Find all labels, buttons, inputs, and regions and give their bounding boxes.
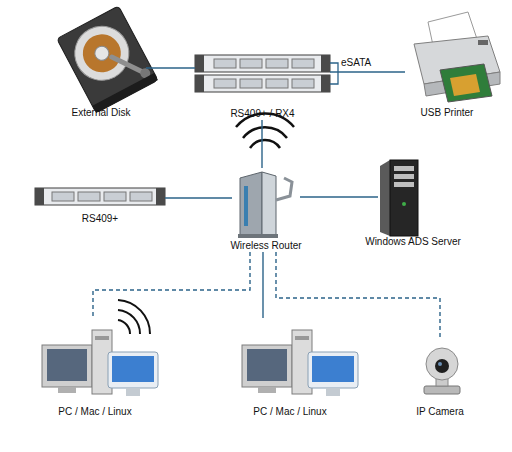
network-link <box>165 197 232 198</box>
device-label: PC / Mac / Linux <box>253 406 326 418</box>
esata-bracket <box>330 63 338 84</box>
device-label: RS409+ <box>82 213 118 225</box>
network-link <box>300 196 378 197</box>
network-link <box>146 67 195 68</box>
wireless-link <box>276 252 440 340</box>
device-label: IP Camera <box>416 406 464 418</box>
device-label: RS409+ / RX4 <box>230 108 294 120</box>
hard-disk-drawing <box>57 6 158 113</box>
device-node: IP Camera <box>410 340 470 418</box>
device-node: RS409+ / RX4 <box>195 55 330 120</box>
device-node: USB Printer <box>405 5 489 119</box>
server-tower-drawing <box>380 160 418 236</box>
device-caption: RS409+ <box>82 213 118 225</box>
device-node: PC / Mac / Linux <box>240 318 340 418</box>
device-label: Wireless Router <box>230 240 301 252</box>
device-node: PC / Mac / Linux <box>38 318 152 418</box>
device-label: Windows ADS Server <box>365 236 461 248</box>
device-caption: PC / Mac / Linux <box>58 406 131 418</box>
device-node: Wireless Router <box>232 168 300 252</box>
network-link <box>330 71 405 72</box>
device-label: External Disk <box>72 107 131 119</box>
router-drawing <box>236 114 294 238</box>
network-link <box>262 252 263 318</box>
device-node: Windows ADS Server <box>378 158 448 248</box>
device-caption: RS409+ / RX4 <box>230 108 294 120</box>
rack-server-drawing <box>195 55 330 92</box>
network-link <box>261 120 262 168</box>
device-caption: External Disk <box>72 107 131 119</box>
camera-drawing <box>424 348 460 394</box>
device-label: USB Printer <box>421 107 474 119</box>
device-caption: USB Printer <box>421 107 474 119</box>
printer-drawing <box>414 12 500 102</box>
device-label: PC / Mac / Linux <box>58 406 131 418</box>
device-caption: PC / Mac / Linux <box>253 406 326 418</box>
device-caption: Windows ADS Server <box>365 236 461 248</box>
device-node: RS409+ <box>35 187 165 225</box>
device-caption: IP Camera <box>416 406 464 418</box>
port-label: eSATA <box>341 57 371 69</box>
computer-drawing <box>42 300 158 396</box>
wireless-link <box>93 252 250 318</box>
device-caption: Wireless Router <box>230 240 301 252</box>
rack-server-drawing <box>35 188 165 205</box>
device-node: External Disk <box>56 5 146 119</box>
computer-drawing <box>242 330 358 396</box>
